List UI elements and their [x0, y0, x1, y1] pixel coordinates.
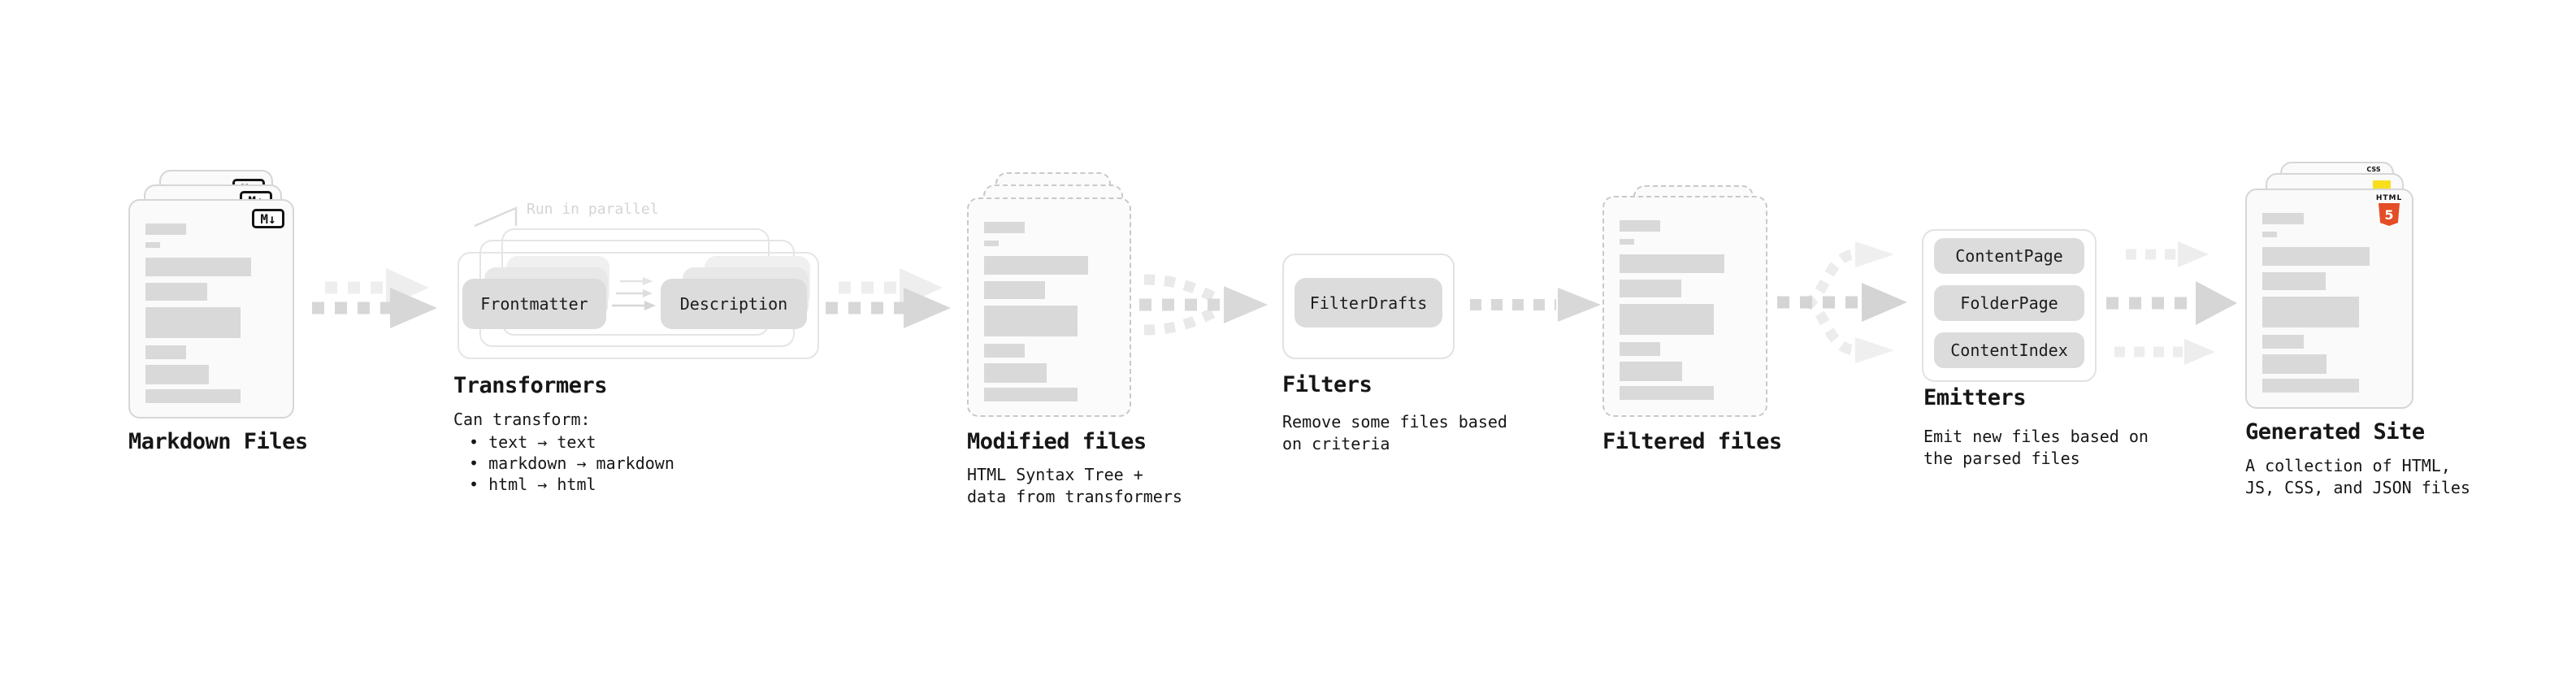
doc-line — [145, 365, 209, 384]
markdown-icon: M↓ — [252, 209, 284, 228]
stage-description: Remove some files based — [1282, 412, 1507, 432]
stage-label: Modified files — [967, 429, 1147, 454]
doc-line — [984, 344, 1025, 358]
stage-description: A collection of HTML, — [2245, 456, 2451, 475]
doc-line — [1620, 254, 1724, 273]
run-in-parallel-note: Run in parallel — [527, 201, 659, 218]
arrowhead-icon — [1862, 283, 1907, 322]
flow-split-arrow-icon — [1777, 241, 1907, 363]
doc-line — [984, 306, 1078, 336]
doc-line — [2262, 297, 2359, 327]
doc-content-placeholder — [2262, 213, 2396, 393]
doc-line — [2262, 232, 2278, 237]
arrowhead-icon — [1558, 288, 1601, 322]
html5-icon: HTML 5 — [2374, 194, 2404, 226]
stage-label: Markdown Files — [128, 429, 308, 454]
arrowhead-icon — [1855, 337, 1894, 363]
step-arrows-icon — [612, 277, 656, 310]
stage-description: data from transformers — [967, 487, 1182, 506]
bullet-item: • markdown → markdown — [469, 453, 674, 473]
doc-line — [1620, 280, 1681, 297]
stage-description: the parsed files — [1923, 449, 2080, 468]
doc-line — [145, 242, 160, 248]
doc-line — [1620, 304, 1714, 335]
flow-multi-arrow-icon — [2106, 241, 2237, 365]
doc-content-placeholder — [1620, 220, 1750, 400]
doc-line — [145, 307, 241, 338]
doc-line — [2262, 272, 2326, 290]
doc-line — [984, 256, 1088, 275]
stage-label: Transformers — [453, 373, 608, 398]
doc-line — [984, 281, 1046, 299]
file-card: HTML 5 — [2245, 189, 2413, 409]
doc-line — [984, 363, 1047, 383]
doc-line — [1620, 220, 1660, 232]
doc-line — [2262, 247, 2370, 266]
doc-line — [145, 258, 251, 276]
transformer-group-box — [458, 252, 819, 359]
description-step: Description — [661, 279, 807, 329]
stage-label: Generated Site — [2245, 419, 2425, 445]
doc-line — [984, 388, 1078, 401]
content-page-emitter: ContentPage — [1934, 238, 2084, 274]
annotation-leader-line — [474, 206, 518, 228]
stage-description: Can transform: — [453, 410, 591, 429]
doc-line — [145, 283, 208, 301]
arrowhead-icon — [904, 288, 951, 328]
stage-description: on criteria — [1282, 434, 1390, 453]
flow-merge-arrow-icon — [1139, 274, 1268, 336]
bullet-item: • text → text — [469, 432, 596, 452]
folder-page-emitter: FolderPage — [1934, 285, 2084, 321]
bullet-item: • html → html — [469, 475, 596, 494]
flow-arrow-icon — [826, 268, 951, 328]
doc-line — [1620, 342, 1660, 356]
stage-label: Filters — [1282, 372, 1373, 397]
arrowhead-icon — [2178, 241, 2209, 267]
doc-line — [145, 223, 187, 235]
content-index-emitter: ContentIndex — [1934, 332, 2084, 368]
doc-line — [984, 241, 999, 246]
doc-content-placeholder — [145, 223, 277, 403]
doc-content-placeholder — [984, 222, 1114, 401]
doc-line — [1620, 386, 1714, 400]
doc-line — [2262, 379, 2359, 393]
flow-arrow-icon — [312, 268, 437, 328]
doc-line — [1620, 362, 1683, 381]
stage-description: Emit new files based on — [1923, 427, 2149, 446]
doc-line — [2262, 354, 2327, 374]
doc-line — [1620, 239, 1634, 245]
stage-description: JS, CSS, and JSON files — [2245, 478, 2470, 497]
flow-arrow-icon — [1470, 288, 1601, 322]
stage-label: Filtered files — [1602, 429, 1782, 454]
filter-drafts-step: FilterDrafts — [1295, 278, 1442, 327]
file-card — [967, 197, 1131, 417]
arrowhead-icon — [2184, 339, 2215, 365]
frontmatter-step: Frontmatter — [462, 279, 606, 329]
doc-line — [145, 345, 187, 359]
arrowhead-icon — [2196, 281, 2237, 325]
file-card: M↓ — [128, 199, 294, 419]
file-card — [1602, 196, 1767, 417]
doc-line — [984, 222, 1025, 233]
stage-label: Emitters — [1923, 385, 2027, 410]
arrowhead-icon — [1224, 286, 1268, 323]
doc-line — [2262, 335, 2305, 349]
arrowhead-icon — [1855, 241, 1894, 267]
doc-line — [2262, 213, 2305, 224]
stage-description: HTML Syntax Tree + — [967, 465, 1143, 484]
arrowhead-icon — [390, 288, 437, 328]
doc-line — [145, 389, 241, 403]
